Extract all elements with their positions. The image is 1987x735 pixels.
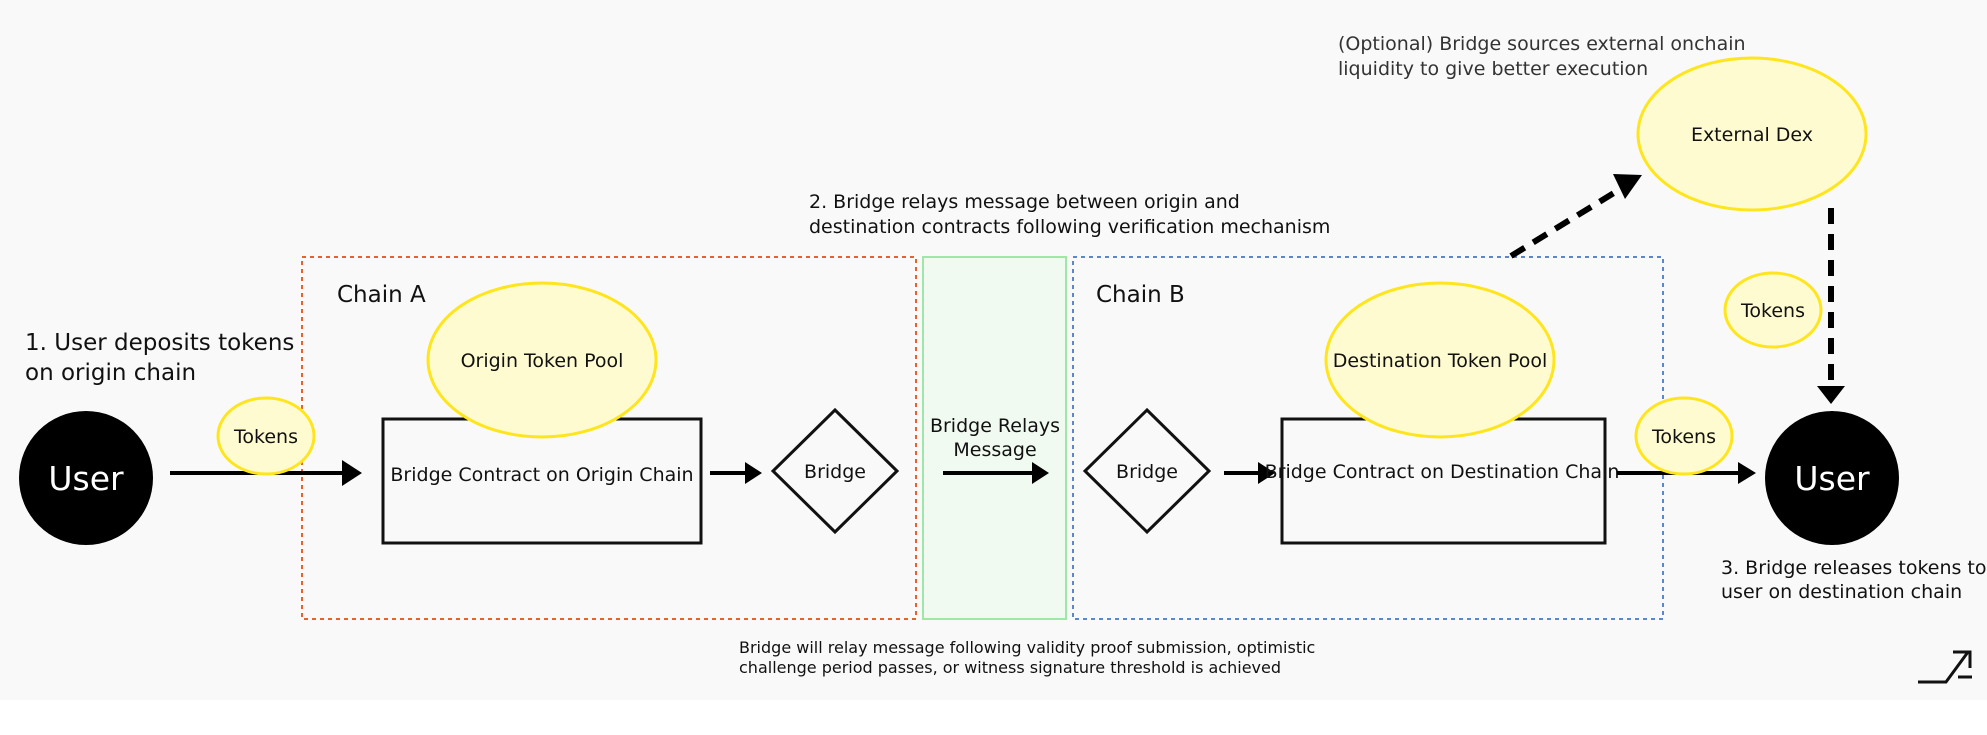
arrow-up-right-logo-icon — [1918, 650, 1972, 684]
arrowhead-user-to-origin — [342, 460, 362, 486]
step1-label-line2: on origin chain — [25, 360, 196, 386]
chain-b-title: Chain B — [1096, 282, 1185, 308]
bridge-left-diamond — [770, 407, 900, 535]
arrowhead-destination-to-user — [1738, 462, 1756, 484]
optional-label-line1: (Optional) Bridge sources external oncha… — [1338, 33, 1746, 55]
dashed-arrow-to-dex — [1509, 185, 1624, 259]
arrowhead-relay — [1032, 462, 1049, 484]
chain-a-title: Chain A — [337, 282, 426, 308]
step3-label-line2: user on destination chain — [1721, 581, 1962, 603]
relay-zone — [922, 256, 1067, 620]
destination-contract-label: Bridge Contract on Destination Chain — [1265, 461, 1620, 483]
step2-label-line2: destination contracts following verifica… — [809, 216, 1330, 238]
bridge-left-label: Bridge — [804, 461, 866, 483]
tokens-destination-ellipse — [1634, 396, 1734, 476]
tokens-origin-ellipse — [216, 396, 316, 476]
step3-label-line1: 3. Bridge releases tokens to — [1721, 557, 1987, 579]
tokens-origin-label: Tokens — [233, 426, 298, 448]
destination-token-pool-ellipse — [1324, 281, 1556, 439]
tokens-dex-ellipse — [1723, 271, 1823, 349]
arrowhead-origin-to-bridge — [745, 462, 762, 484]
dashed-arrowhead-to-user — [1817, 386, 1845, 404]
step2-label-line1: 2. Bridge relays message between origin … — [809, 191, 1240, 213]
footnote-line1: Bridge will relay message following vali… — [739, 638, 1315, 657]
origin-contract-label: Bridge Contract on Origin Chain — [390, 464, 693, 486]
origin-token-pool-ellipse — [426, 281, 658, 439]
user-right-label: User — [1794, 459, 1870, 498]
relay-label-line1: Bridge Relays — [930, 415, 1060, 437]
user-right-circle — [1765, 411, 1899, 545]
step1-label-line1: 1. User deposits tokens — [25, 330, 294, 356]
optional-label-line2: liquidity to give better execution — [1338, 58, 1648, 80]
destination-token-pool-label: Destination Token Pool — [1333, 350, 1547, 372]
relay-label-line2: Message — [953, 439, 1036, 461]
arrowhead-bridge-to-destination — [1258, 462, 1275, 484]
origin-token-pool-label: Origin Token Pool — [461, 350, 624, 372]
user-left-label: User — [48, 459, 124, 498]
footnote-line2: challenge period passes, or witness sign… — [739, 658, 1281, 677]
bridge-right-diamond — [1082, 407, 1212, 535]
tokens-dex-label: Tokens — [1740, 300, 1805, 322]
external-dex-label: External Dex — [1691, 124, 1813, 146]
bridge-right-label: Bridge — [1116, 461, 1178, 483]
user-left-circle — [19, 411, 153, 545]
dashed-arrowhead-to-dex — [1613, 174, 1642, 199]
tokens-destination-label: Tokens — [1651, 426, 1716, 448]
external-dex-ellipse — [1636, 56, 1868, 212]
